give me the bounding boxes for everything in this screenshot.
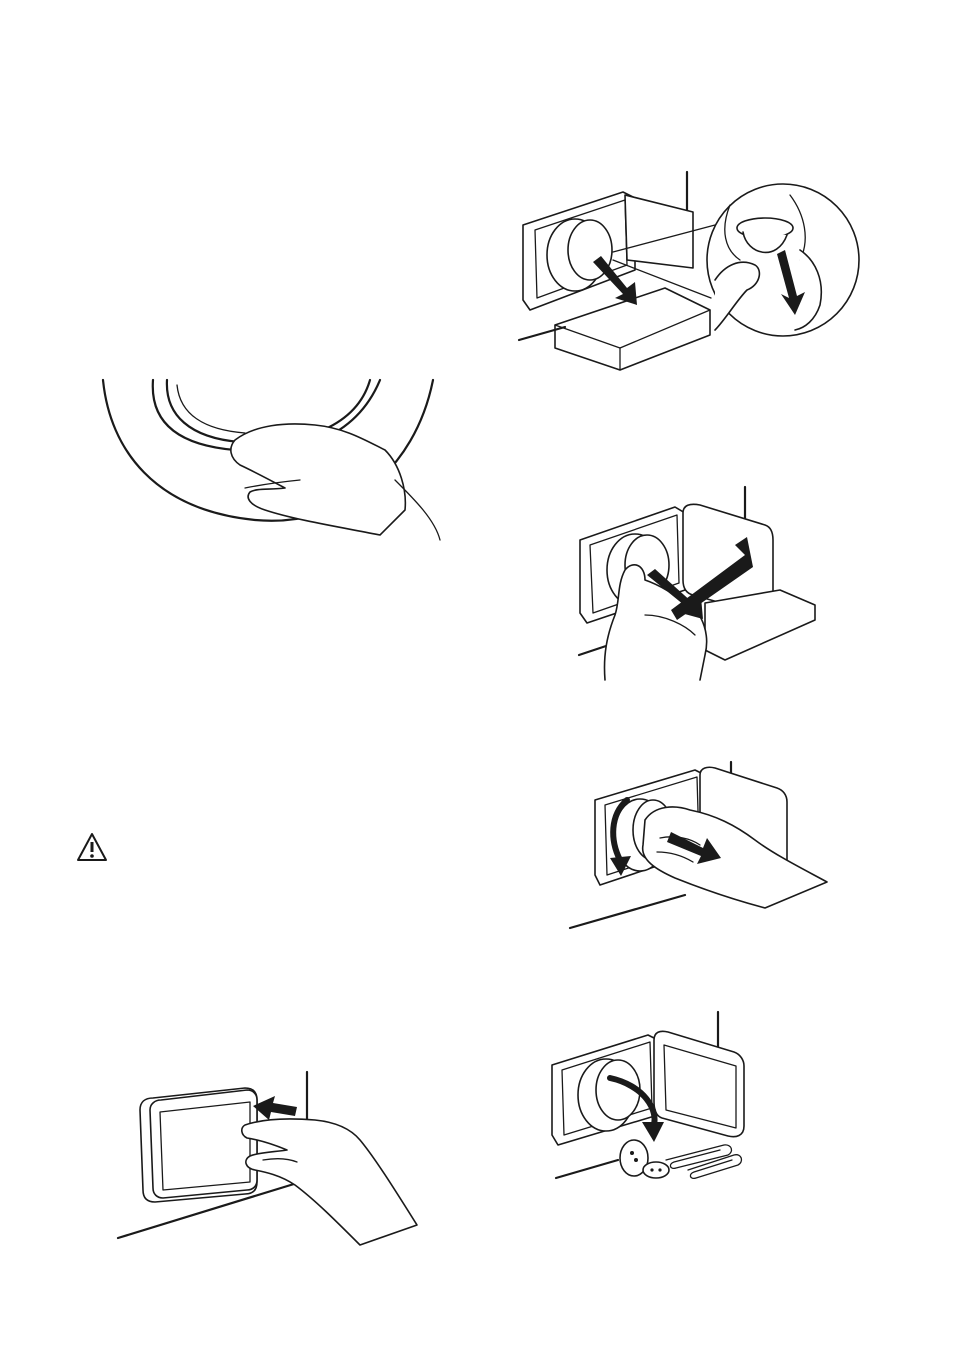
- hand-on-drum-door-icon: [95, 370, 445, 550]
- turn-filter-icon: [575, 485, 825, 680]
- figure-drum-door: [95, 370, 445, 550]
- drain-pump-filter-icon: [515, 170, 865, 380]
- figure-pump-filter-removing: [565, 760, 835, 935]
- warning-triangle-icon: [76, 832, 108, 862]
- close-flap-icon: [115, 1070, 420, 1245]
- figure-pump-objects-removed: [548, 1010, 748, 1185]
- remove-objects-icon: [548, 1010, 748, 1185]
- figure-pump-flap-closing: [115, 1070, 420, 1245]
- figure-pump-filter-turning: [575, 485, 825, 680]
- remove-filter-icon: [565, 760, 835, 935]
- figure-pump-filter-draining: [515, 170, 865, 380]
